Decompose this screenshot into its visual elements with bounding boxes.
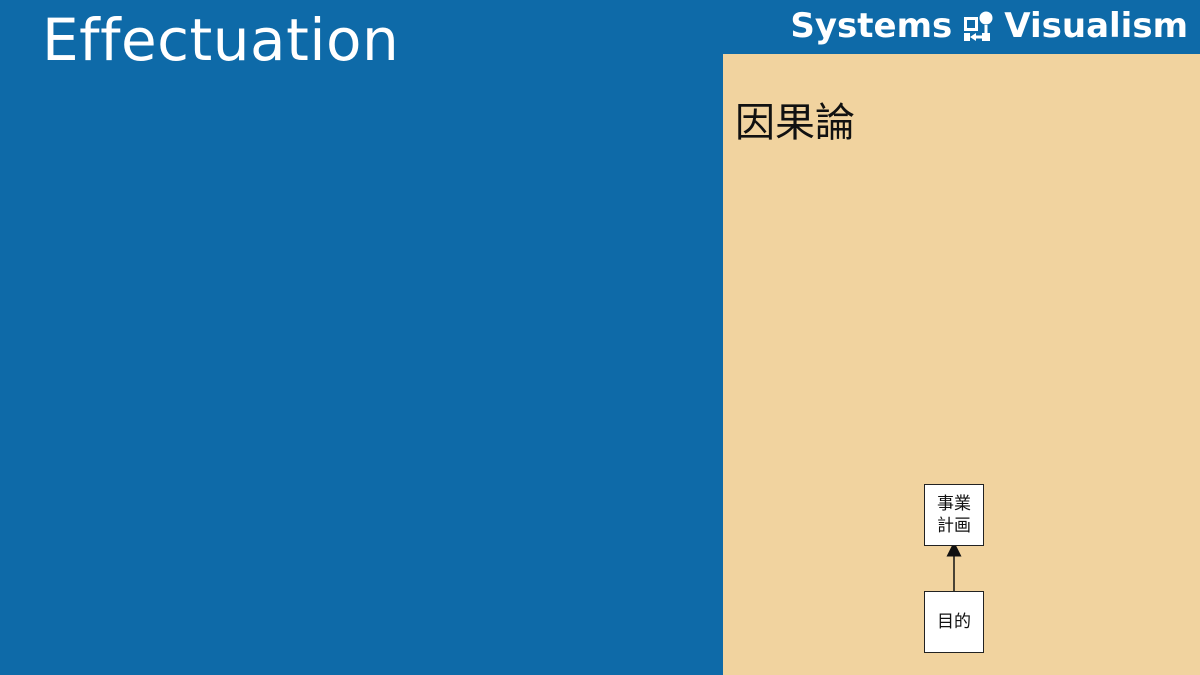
causation-panel: 因果論 事業 計画 目的	[723, 54, 1200, 675]
plan-node: 事業 計画	[924, 484, 984, 546]
slide-title: Effectuation	[42, 6, 400, 74]
systems-visualism-logo-icon	[964, 11, 993, 41]
brand-right-word: Visualism	[1004, 6, 1188, 46]
diagram-connector	[946, 541, 962, 591]
panel-title: 因果論	[735, 100, 855, 146]
brand-left-word: Systems	[790, 6, 953, 46]
brand: Systems Visualism	[790, 4, 1188, 48]
goal-node: 目的	[924, 591, 984, 653]
